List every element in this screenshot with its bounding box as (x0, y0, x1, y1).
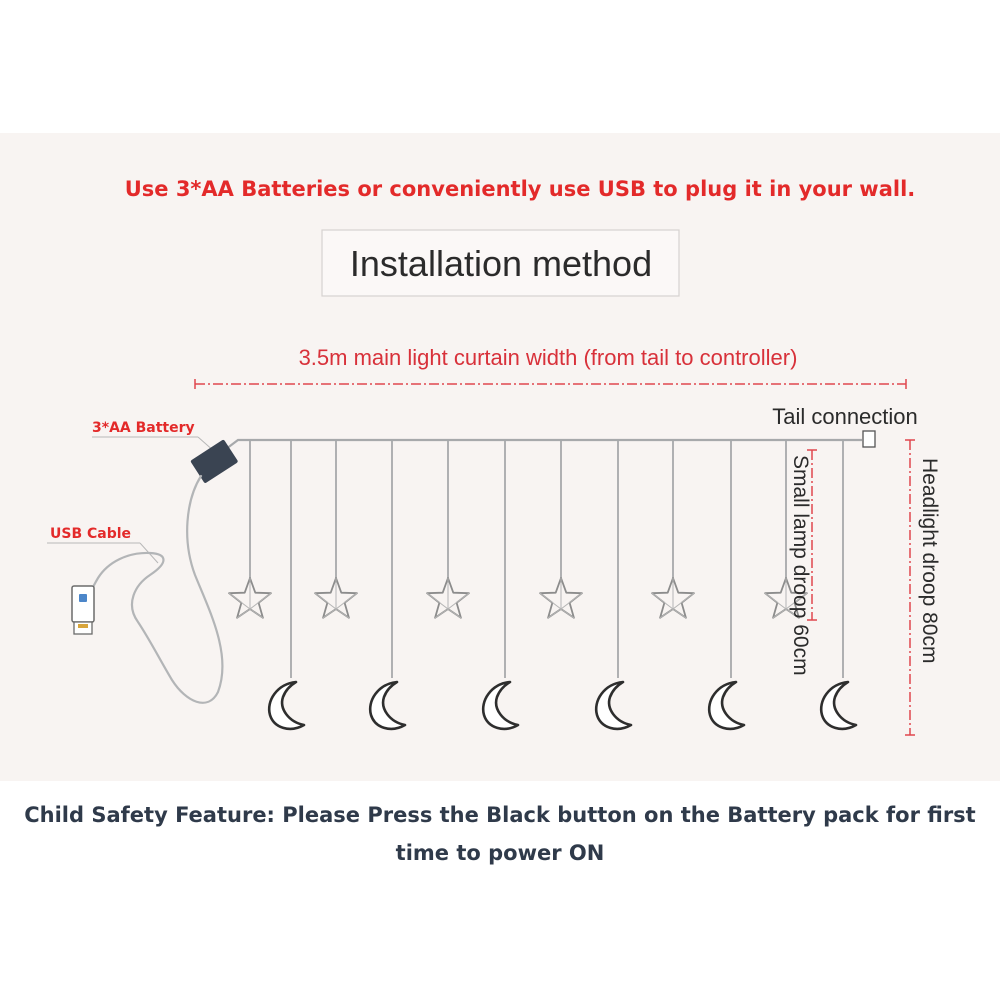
star-icon (228, 577, 272, 619)
moon-icon (368, 680, 407, 731)
safety-footer: Child Safety Feature: Please Press the B… (0, 796, 1000, 872)
moon-icon (267, 680, 306, 731)
small-droop-dimension (807, 449, 817, 621)
title-frame (321, 229, 680, 297)
tail-connector (862, 430, 876, 448)
footer-line-1: Child Safety Feature: Please Press the B… (24, 803, 976, 827)
drop-wires (249, 440, 844, 678)
star-icon (539, 577, 583, 619)
head-droop-label: Headlight droop 80cm (918, 458, 941, 663)
moon-icon (819, 680, 858, 731)
battery-pack-icon (190, 439, 238, 483)
moon-icon (707, 680, 746, 731)
star-icon (314, 577, 358, 619)
tail-label: Tail connection (772, 404, 918, 429)
small-droop-label: Small lamp droop 60cm (789, 455, 812, 676)
footer-line-2: time to power ON (395, 841, 605, 865)
star-row (228, 577, 808, 619)
usb-cable (86, 474, 224, 704)
width-dimension-line (194, 379, 907, 389)
battery-label: 3*AA Battery (92, 420, 195, 436)
star-icon (426, 577, 470, 619)
moon-icon (594, 680, 633, 731)
main-wire (221, 438, 862, 453)
usb-plug-icon (71, 585, 95, 635)
head-droop-dimension (905, 439, 915, 736)
header-note: Use 3*AA Batteries or conveniently use U… (125, 177, 916, 201)
moon-row (267, 680, 858, 731)
star-icon (651, 577, 695, 619)
page-title: Installation method (350, 243, 652, 284)
usb-label: USB Cable (50, 526, 131, 542)
moon-icon (481, 680, 520, 731)
width-label: 3.5m main light curtain width (from tail… (299, 345, 798, 370)
